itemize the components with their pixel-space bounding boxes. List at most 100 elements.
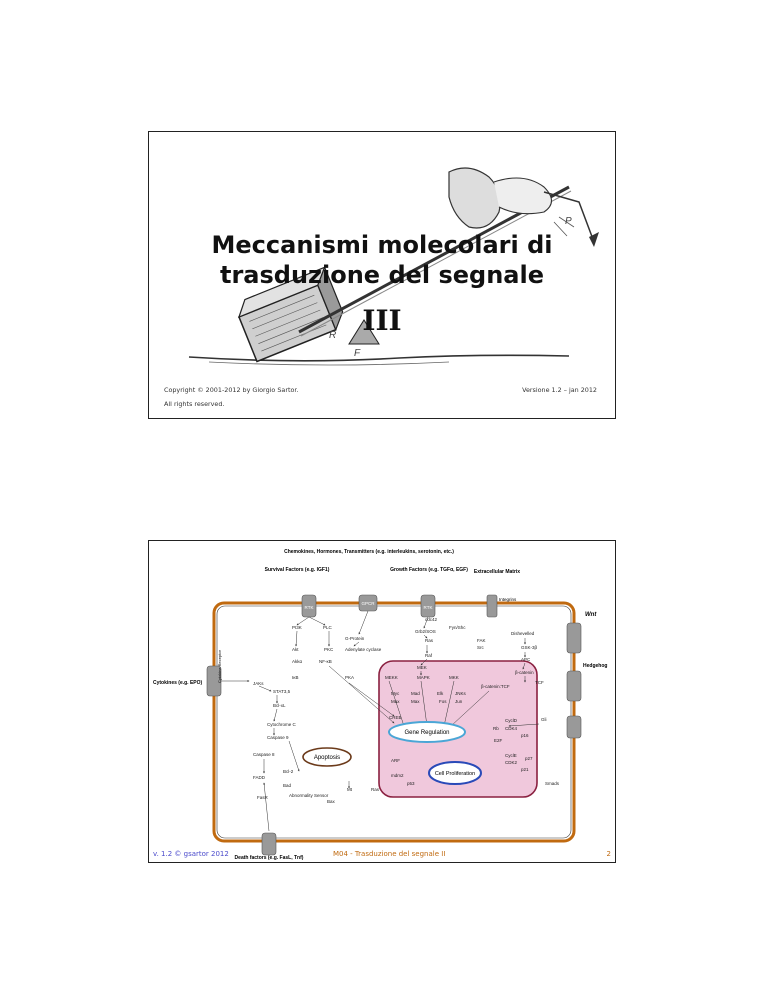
page-number: 2 [606,850,611,858]
survival-factors-label: Survival Factors (e.g. IGF1) [265,567,330,573]
svg-text:Src: Src [477,645,485,650]
ecm-label: Extracellular Matrix [474,569,520,575]
chemokines-label: Chemokines, Hormones, Transmitters (e.g.… [284,549,454,555]
svg-text:Ras: Ras [371,787,380,792]
svg-text:Grb2/SOS: Grb2/SOS [415,629,436,634]
slide-footer-left: v. 1.2 © gsartor 2012 [153,850,229,858]
svg-text:Rb: Rb [493,726,499,731]
archimedes-lever-illustration: P F R [188,167,599,366]
svg-text:PKC: PKC [324,647,334,652]
integrins-receptor [486,594,498,618]
svg-text:Jun: Jun [455,699,463,704]
svg-text:E2F: E2F [494,738,503,743]
cytokines-label: Cytokines (e.g. EPO) [153,680,203,686]
svg-text:Akt: Akt [292,647,299,652]
presentation-title: Meccanismi molecolari di trasduzione del… [149,230,615,290]
svg-text:Caspase 8: Caspase 8 [253,752,275,757]
svg-text:Mad: Mad [411,691,420,696]
svg-text:TCF: TCF [535,680,544,685]
smo-receptor [566,715,582,739]
svg-text:Smads: Smads [545,781,560,786]
svg-text:Mt: Mt [347,787,353,792]
svg-text:FAK: FAK [477,638,486,643]
svg-text:GSK-3β: GSK-3β [521,645,538,650]
svg-text:p16: p16 [521,733,529,738]
svg-text:P: P [565,216,572,227]
svg-text:mdm2: mdm2 [391,773,404,778]
growth-factors-label: Growth Factors (e.g. TGFα, EGF) [390,567,468,573]
svg-text:STAT3,5: STAT3,5 [273,689,291,694]
rights-text: All rights reserved. [164,400,225,408]
svg-text:JAKs: JAKs [253,681,264,686]
svg-text:MAPK: MAPK [417,675,430,680]
svg-text:CDK2: CDK2 [505,760,518,765]
part-number: III [362,304,402,337]
svg-text:RTK: RTK [305,605,314,610]
svg-text:MEKK: MEKK [385,675,398,680]
version-text: Versione 1.2 – jan 2012 [522,386,597,394]
svg-text:Elk: Elk [437,691,444,696]
svg-text:ARF: ARF [391,758,400,763]
svg-text:Dishevelled: Dishevelled [511,631,535,636]
gene-regulation-node [388,721,466,743]
svg-text:PI3K: PI3K [292,625,302,630]
title-line-2: trasduzione del segnale [219,261,545,289]
svg-text:CDK4: CDK4 [505,726,518,731]
patched-receptor [566,670,582,702]
frizzled-receptor [566,622,582,654]
svg-text:APC: APC [521,657,531,662]
svg-text:Akkα: Akkα [292,659,303,664]
svg-text:Bad: Bad [283,783,292,788]
death-factors-label: Death factors (e.g. FasL, Tnf) [235,855,304,861]
svg-text:G-Protein: G-Protein [345,636,365,641]
svg-text:Integrins: Integrins [499,597,517,602]
title-line-1: Meccanismi molecolari di [211,231,553,259]
title-slide: P F R Meccanismi molecolari di trasduzio… [148,131,616,419]
svg-text:p21: p21 [521,767,529,772]
fasr-receptor [261,832,277,856]
svg-text:CREB: CREB [389,715,402,720]
svg-text:Raf: Raf [425,653,433,658]
svg-text:Bcl-2: Bcl-2 [283,769,294,774]
svg-text:Caspase 9: Caspase 9 [267,735,289,740]
svg-text:β-catenin: β-catenin [515,670,534,675]
copyright-text: Copyright © 2001-2012 by Giorgio Sartor. [164,386,299,394]
slide-footer-center: M04 - Trasduzione del segnale II [333,850,446,858]
svg-text:R: R [329,330,336,341]
svg-text:GPCR: GPCR [361,601,375,606]
svg-text:MKK: MKK [449,675,459,680]
svg-text:PLC: PLC [323,625,333,630]
svg-text:β-catenin:TCF: β-catenin:TCF [481,684,510,689]
svg-text:NF-κB: NF-κB [319,659,332,664]
svg-text:Apoptosis: Apoptosis [314,755,340,761]
pathway-slide: Survival Factors (e.g. IGF1) Chemokines,… [148,540,616,863]
svg-text:Abnormality Sensor: Abnormality Sensor [289,793,329,798]
svg-text:Gene Regulation: Gene Regulation [404,730,449,736]
svg-text:RTK: RTK [424,605,433,610]
svg-text:Ras: Ras [425,638,434,643]
svg-text:cdc42: cdc42 [425,617,438,622]
svg-text:CyclE: CyclE [505,753,517,758]
svg-text:IκB: IκB [292,675,299,680]
svg-text:p27: p27 [525,756,533,761]
svg-text:JNKs: JNKs [455,691,467,696]
apoptosis-node [302,747,352,767]
svg-text:CyclD: CyclD [505,718,518,723]
svg-text:Fyn/Shc: Fyn/Shc [449,625,466,630]
wnt-label: Wnt [585,612,597,618]
hedgehog-label: Hedgehog [583,663,607,669]
svg-text:Cytochrome C: Cytochrome C [267,722,297,727]
svg-text:Bcl-xL: Bcl-xL [273,703,286,708]
svg-text:FADD: FADD [253,775,266,780]
svg-text:Gli: Gli [541,717,547,722]
svg-text:Myc: Myc [391,691,400,696]
svg-text:MEK: MEK [417,665,427,670]
svg-text:PKA: PKA [345,675,354,680]
svg-text:F: F [354,348,361,359]
svg-text:Bax: Bax [327,799,336,804]
svg-text:Adenylate cyclase: Adenylate cyclase [345,647,382,652]
svg-text:Max: Max [411,699,420,704]
svg-text:p53: p53 [407,781,415,786]
cell-proliferation-node [428,761,482,785]
svg-text:Fos: Fos [439,699,447,704]
